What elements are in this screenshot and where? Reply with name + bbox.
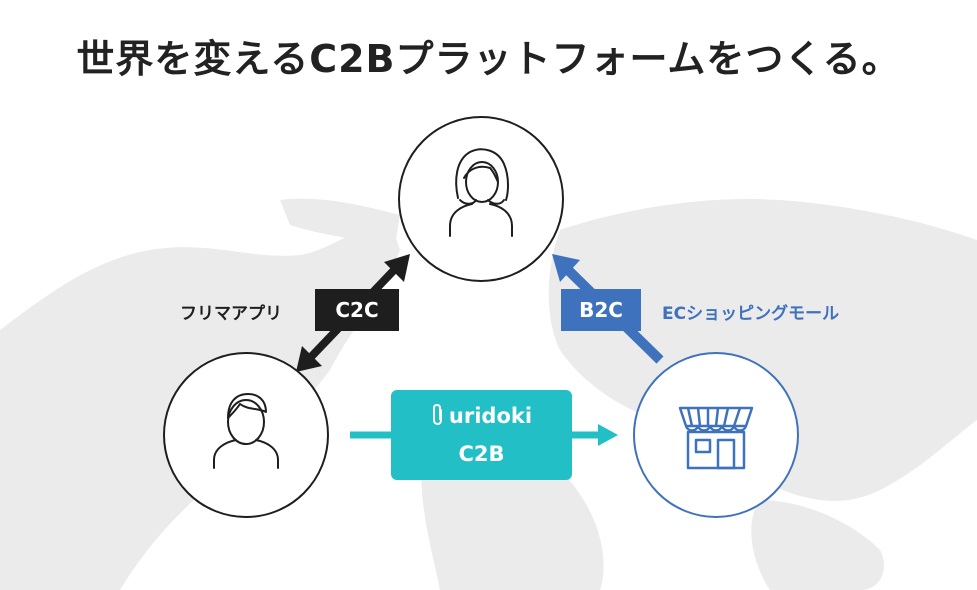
consumer-top-node bbox=[398, 116, 564, 282]
paperclip-icon bbox=[431, 403, 445, 431]
c2c-badge: C2C bbox=[315, 289, 399, 331]
c2c-label: フリマアプリ bbox=[180, 304, 282, 324]
store-icon bbox=[678, 406, 754, 470]
man-icon bbox=[213, 393, 279, 469]
c2b-badge: C2B bbox=[458, 442, 505, 466]
woman-icon bbox=[449, 148, 513, 237]
b2c-badge: B2C bbox=[561, 289, 641, 331]
consumer-left-node bbox=[163, 352, 329, 518]
b2c-label: ECショッピングモール bbox=[662, 304, 840, 324]
store-right-node bbox=[633, 352, 799, 518]
uridoki-c2b-box: uridoki C2B bbox=[391, 390, 572, 480]
uridoki-brand: uridoki bbox=[391, 403, 572, 431]
page-title: 世界を変えるC2Bプラットフォームをつくる。 bbox=[76, 37, 901, 81]
uridoki-text: uridoki bbox=[448, 404, 533, 428]
